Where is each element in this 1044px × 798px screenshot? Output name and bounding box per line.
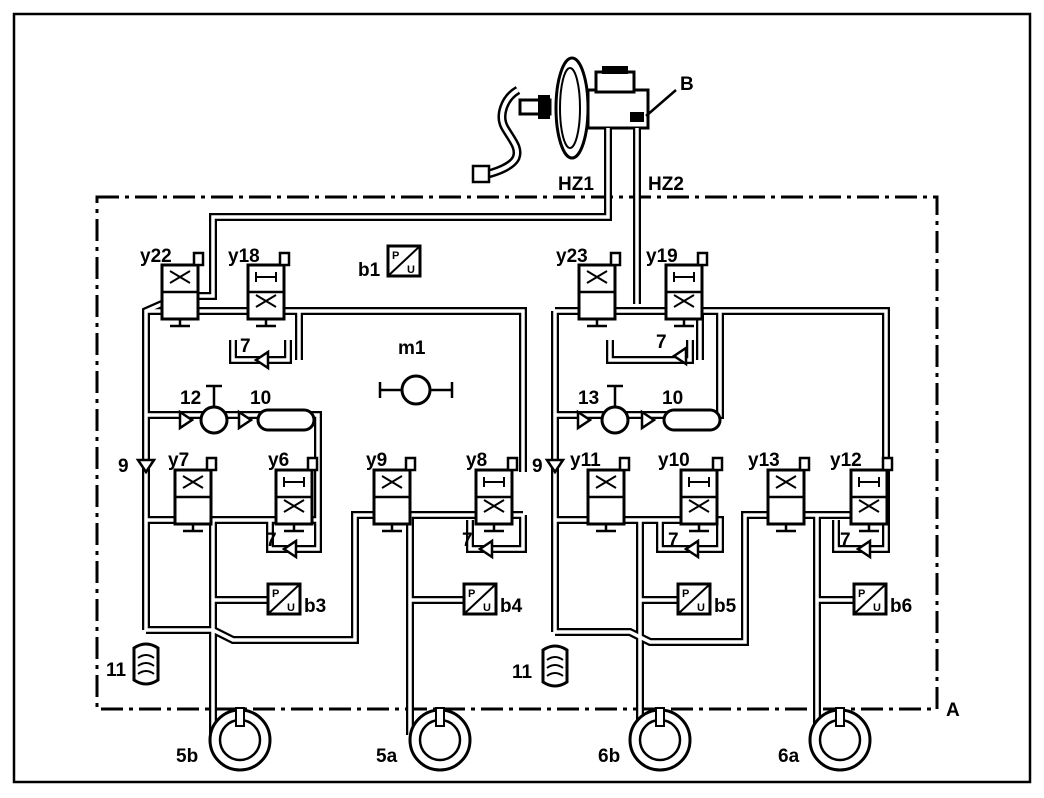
accumulator-11-right [541,644,569,688]
label-y7: y7 [168,450,189,471]
pressure-sensor-b4: P U [462,582,498,616]
svg-text:P: P [272,588,279,600]
label-b4: b4 [500,596,523,617]
label-7-c: 7 [266,530,277,551]
label-11-right: 11 [512,662,533,683]
label-m1: m1 [398,338,426,359]
svg-text:P: P [682,588,689,600]
pump-12 [199,384,229,435]
damper-10-left [256,408,316,432]
outer-frame [12,12,1032,784]
svg-text:U: U [697,602,705,614]
label-y10: y10 [658,450,690,471]
label-b5: b5 [714,596,737,617]
label-HZ1: HZ1 [558,174,594,195]
damper-10-right [662,408,722,432]
svg-text:U: U [873,602,881,614]
pipe-network [142,128,890,735]
pump-13 [600,384,630,435]
label-10-left: 10 [250,388,271,409]
label-B: B [680,74,694,95]
brake-pedal-booster [471,56,650,184]
label-y23: y23 [556,246,588,267]
pump-motor-m1 [378,374,454,406]
label-6a: 6a [778,746,800,767]
label-9-left: 9 [118,456,129,477]
label-y22: y22 [140,246,172,267]
pointer-B [645,89,677,117]
label-11-left: 11 [106,660,127,681]
label-7-e: 7 [668,530,679,551]
pressure-sensor-b1: P U [386,244,422,278]
wheel-brake-5a [408,706,472,772]
label-y19: y19 [646,246,678,267]
label-5a: 5a [376,746,398,767]
svg-text:P: P [468,588,475,600]
wheel-brake-5b [208,706,272,772]
label-12: 12 [180,388,201,409]
accumulator-11-left [132,642,160,686]
label-13: 13 [578,388,599,409]
svg-text:U: U [287,602,295,614]
label-6b: 6b [598,746,620,767]
label-9-right: 9 [532,456,543,477]
svg-text:U: U [483,602,491,614]
label-y11: y11 [570,450,601,471]
label-7-b: 7 [656,332,667,353]
label-HZ2: HZ2 [648,174,684,195]
pressure-sensor-b3: P U [266,582,302,616]
wheel-brake-6b [628,706,692,772]
pressure-sensor-b6: P U [852,582,888,616]
label-b6: b6 [890,596,912,617]
label-y9: y9 [366,450,387,471]
label-A: A [946,700,960,721]
label-y18: y18 [228,246,260,267]
label-7-a: 7 [240,336,251,357]
svg-text:P: P [858,588,865,600]
label-7-f: 7 [840,530,851,551]
unit-boundary [95,195,939,711]
label-y12: y12 [830,450,862,471]
wheel-brake-6a [808,706,872,772]
label-y13: y13 [748,450,780,471]
label-7-d: 7 [462,530,473,551]
label-10-right: 10 [662,388,683,409]
label-b3: b3 [304,596,326,617]
svg-text:U: U [407,264,415,276]
label-y6: y6 [268,450,289,471]
svg-text:P: P [392,250,399,262]
label-b1: b1 [358,260,381,281]
pressure-sensor-b5: P U [676,582,712,616]
label-5b: 5b [176,746,198,767]
label-y8: y8 [466,450,487,471]
